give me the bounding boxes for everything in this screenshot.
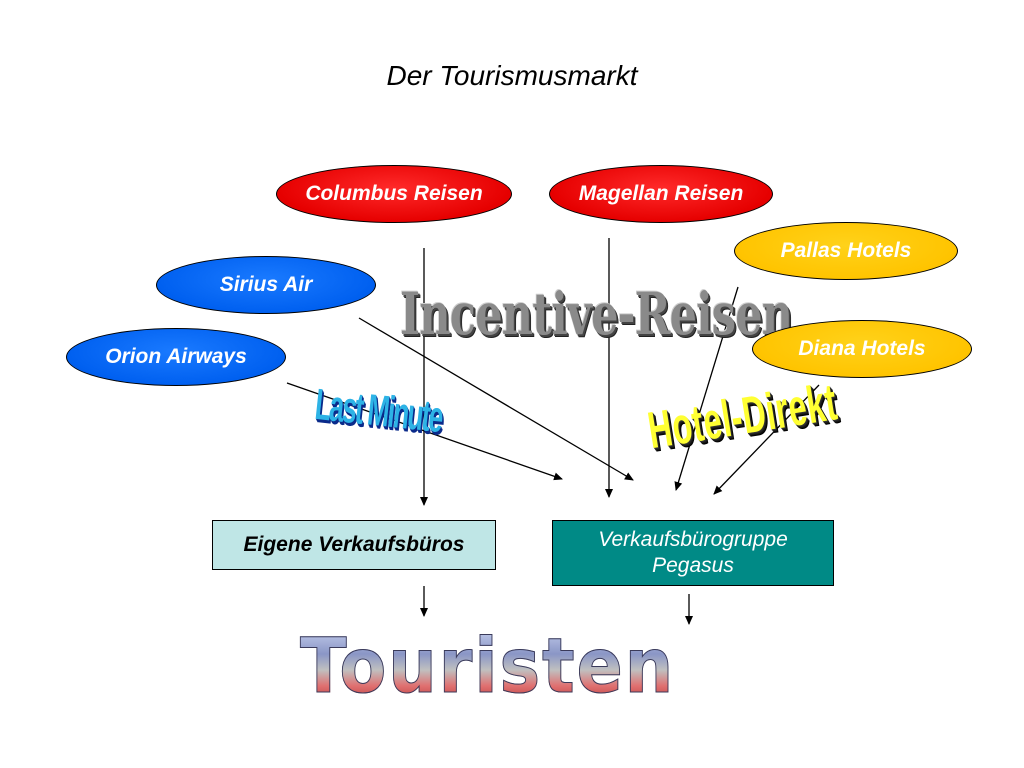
pegasus-line-2: Pegasus	[652, 554, 734, 577]
arrow-diana-to-pegasus	[713, 384, 820, 495]
arrow-sirius-to-pegasus	[358, 317, 634, 481]
arrow-orion-to-pegasus	[286, 382, 563, 481]
node-pallas-hotels: Pallas Hotels	[734, 222, 958, 280]
box-verkaufsbuerogruppe-pegasus: Verkaufsbürogruppe Pegasus	[552, 520, 834, 586]
node-orion-airways: Orion Airways	[66, 328, 286, 386]
wordart-touristen: Touristen	[300, 621, 676, 710]
node-sirius-air: Sirius Air	[156, 256, 376, 314]
arrow-pallas-to-pegasus	[674, 286, 739, 491]
node-columbus-reisen: Columbus Reisen	[276, 165, 512, 223]
pegasus-line-1: Verkaufsbürogruppe	[598, 528, 788, 551]
wordart-incentive-reisen: Incentive-Reisen	[400, 280, 793, 348]
box-eigene-verkaufsbueros: Eigene Verkaufsbüros	[212, 520, 496, 570]
page-title: Der Tourismusmarkt	[386, 60, 638, 91]
node-magellan-reisen: Magellan Reisen	[549, 165, 773, 223]
node-diana-hotels: Diana Hotels	[752, 320, 972, 378]
